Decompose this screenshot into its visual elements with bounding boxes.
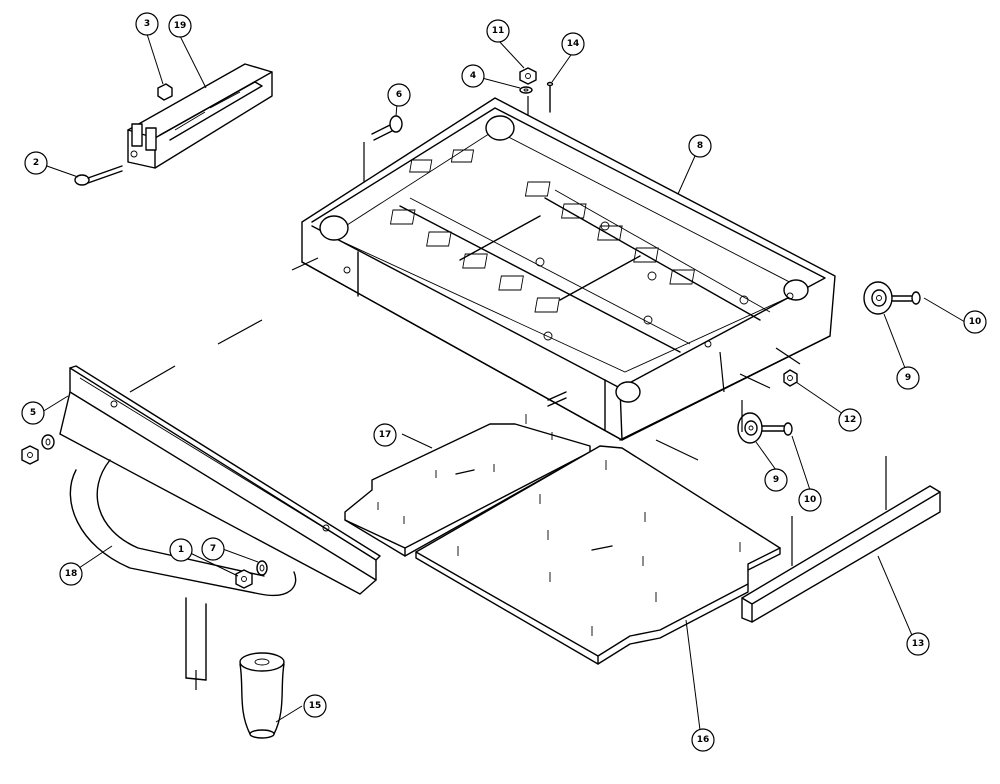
svg-text:11: 11 [492,26,505,36]
svg-text:9: 9 [773,475,779,485]
callout-3: 3 [135,12,159,36]
part-foam-strip [741,485,941,623]
svg-text:7: 7 [210,544,216,554]
part-screw-10-left [761,422,793,436]
part-base-tray [301,97,836,441]
part-rail [59,365,381,595]
leader-lines [41,33,966,731]
svg-text:8: 8 [697,141,703,151]
svg-text:3: 3 [144,19,150,29]
part-square-nut [157,83,173,101]
alignment-lines [129,257,887,690]
part-wheel-9-left [737,412,763,444]
part-nut-left [21,445,39,465]
svg-text:17: 17 [379,430,392,440]
part-side-tray [127,63,273,169]
svg-text:15: 15 [309,701,322,711]
svg-text:9: 9 [905,373,911,383]
part-washer-left [41,434,55,450]
callout-10-left: 10 [798,488,822,512]
callout-9-right: 9 [896,366,920,390]
callout-13: 13 [906,632,930,656]
part-wheel-9-right [863,281,893,315]
callout-7: 7 [201,537,225,561]
callout-15: 15 [303,694,327,718]
svg-text:16: 16 [697,735,710,745]
callout-5: 5 [21,401,45,425]
svg-text:4: 4 [470,71,476,81]
callout-16: 16 [691,728,715,752]
callout-1: 1 [169,538,193,562]
svg-text:10: 10 [969,317,982,327]
callout-11: 11 [486,19,510,43]
callout-19: 19 [168,14,192,38]
svg-text:19: 19 [174,21,187,31]
callout-8: 8 [688,134,712,158]
svg-text:1: 1 [178,545,184,555]
part-screw-10-right [891,291,921,305]
part-grip [239,652,285,739]
part-nut-12 [783,369,798,387]
callout-4: 4 [461,64,485,88]
callout-14: 14 [561,32,585,56]
part-plate-large [415,445,781,665]
callout-12: 12 [838,408,862,432]
part-washer-4 [519,86,533,118]
callout-6: 6 [387,83,411,107]
callout-9-left: 9 [764,468,788,492]
part-nut-1 [235,569,253,589]
part-thumb-screw [74,165,123,186]
svg-text:14: 14 [567,39,580,49]
callout-17: 17 [373,423,397,447]
svg-text:6: 6 [396,90,402,100]
svg-text:2: 2 [33,158,39,168]
svg-text:5: 5 [30,408,36,418]
part-washer-7 [256,560,268,576]
svg-text:10: 10 [804,495,817,505]
callout-18: 18 [59,562,83,586]
callout-2: 2 [24,151,48,175]
svg-text:12: 12 [844,415,857,425]
svg-text:13: 13 [912,639,925,649]
part-pin-14 [546,81,554,113]
svg-text:18: 18 [65,569,78,579]
callout-10-right: 10 [963,310,987,334]
part-nut-11 [519,67,537,85]
part-handle [69,459,297,681]
